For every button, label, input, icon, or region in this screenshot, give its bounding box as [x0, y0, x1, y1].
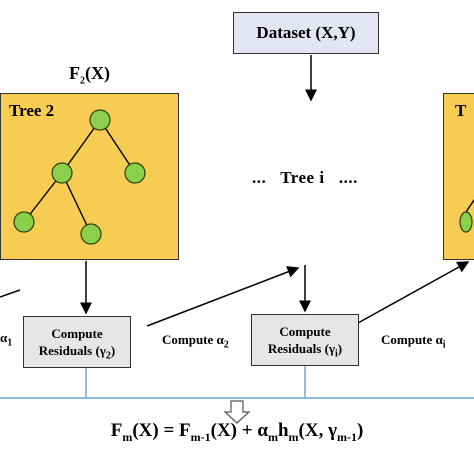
arrow-left-diagonal [0, 289, 21, 298]
tree-node [51, 162, 73, 184]
hollow-down-arrow-icon [223, 400, 251, 424]
tree-node [459, 211, 473, 233]
tree-right-panel [443, 93, 474, 260]
tree-i-label: ... Tree i .... [252, 168, 358, 187]
compute-residuals-box-i: Compute Residuals (γi) [251, 314, 359, 366]
dataset-box: Dataset (X,Y) [233, 12, 379, 54]
compute-alphai-label: Compute αi [381, 332, 446, 351]
arrow-compute2-to-right [357, 261, 470, 324]
tree-node [80, 223, 102, 245]
tree-node [13, 211, 35, 233]
final-model-formula: Fm(X) = Fm-1(X) + αmhm(X, γm-1) [110, 420, 364, 444]
tree2-title: Tree 2 [9, 101, 55, 120]
dataset-label: Dataset (X,Y) [256, 23, 356, 42]
f2-label: F2(X) [69, 63, 110, 87]
tree-node-root [89, 109, 111, 131]
compute-residuals-box-2: Compute Residuals (γ2) [23, 316, 131, 368]
alpha1-label: α1 [0, 330, 13, 349]
arrow-compute1-to-treei [146, 266, 300, 327]
compute-alpha2-label: Compute α2 [162, 332, 229, 351]
tree-right-title: T [455, 101, 467, 120]
tree-node [124, 162, 146, 184]
